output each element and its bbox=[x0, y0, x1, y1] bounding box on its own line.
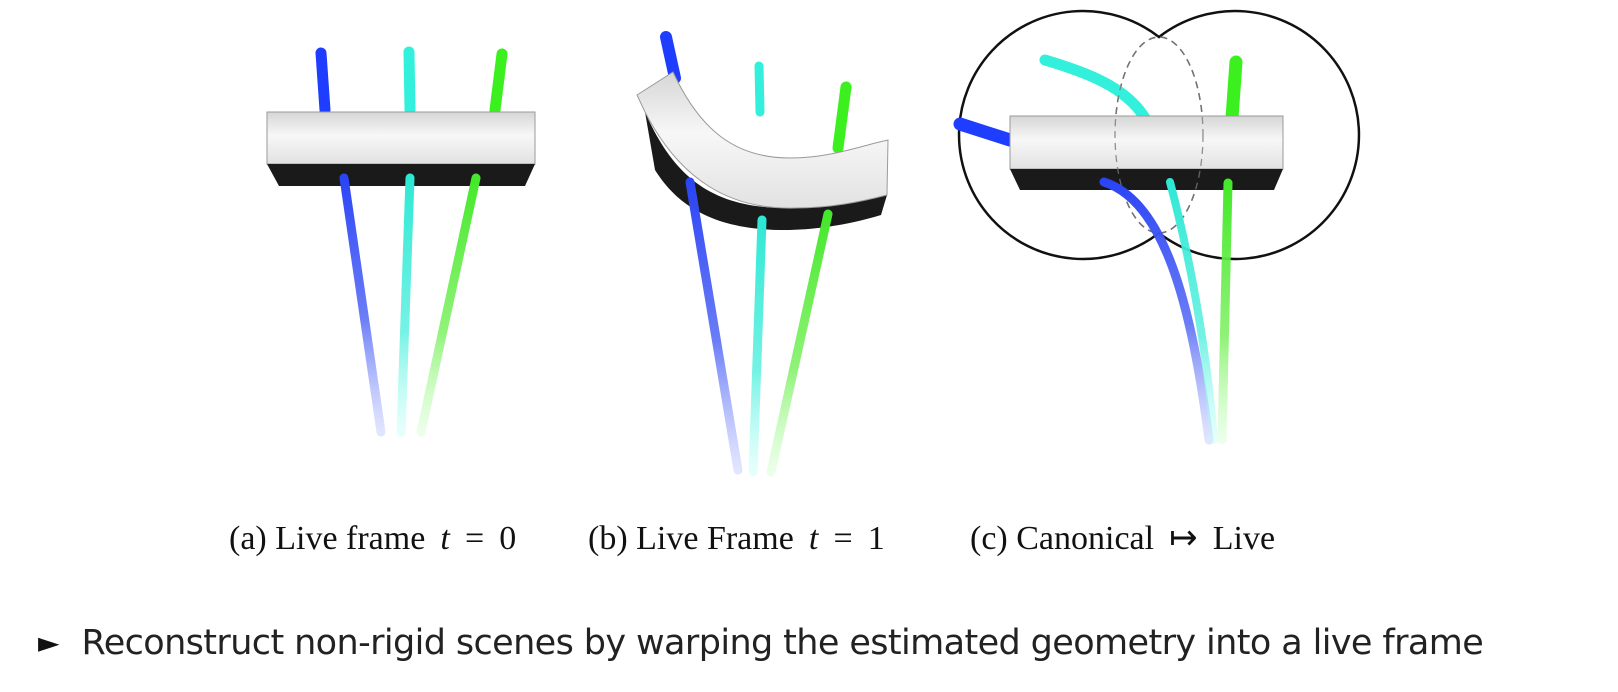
bullet-item: ► Reconstruct non-rigid scenes by warpin… bbox=[38, 618, 1484, 668]
caption-c: (c) Canonical ↦ Live bbox=[970, 520, 1275, 557]
caption-b-num: 1 bbox=[868, 520, 885, 557]
panel-c-ray-green-bottom bbox=[1217, 178, 1233, 445]
panel-a-ray-blue-top bbox=[315, 47, 331, 116]
panel-a-block-shadow bbox=[267, 164, 535, 186]
caption-b-op: = bbox=[833, 520, 852, 557]
caption-c-arrow: ↦ bbox=[1169, 520, 1198, 557]
panel-c-ray-green-top bbox=[1225, 55, 1243, 125]
caption-a-var: t bbox=[440, 520, 451, 557]
panel-c-block-shadow bbox=[1010, 169, 1283, 190]
panel-c-ray-cyan-top bbox=[1039, 54, 1151, 124]
panel-b-ray-green-bottom bbox=[766, 209, 833, 477]
caption-b-label: (b) Live Frame bbox=[588, 520, 794, 557]
panel-b-ray-blue-bottom bbox=[685, 177, 743, 475]
panel-c-overlap-dashed-front bbox=[1114, 36, 1204, 234]
triangle-right-icon: ► bbox=[38, 626, 60, 659]
caption-a-label: (a) Live frame bbox=[229, 520, 425, 557]
panel-b-live-frame-t1 bbox=[636, 31, 889, 477]
panel-a-ray-cyan-bottom bbox=[396, 173, 415, 437]
caption-a-op: = bbox=[465, 520, 484, 557]
caption-c-tail: Live bbox=[1213, 520, 1275, 557]
panel-c-block-top bbox=[1009, 115, 1284, 170]
caption-c-label: (c) Canonical bbox=[970, 520, 1154, 557]
bullet-text: Reconstruct non-rigid scenes by warping … bbox=[81, 622, 1484, 663]
panel-c-ray-blue-top bbox=[953, 117, 1017, 147]
panel-b-ray-green-top bbox=[832, 81, 852, 154]
panel-b-block-top bbox=[636, 71, 889, 209]
caption-b: (b) Live Frame t = 1 bbox=[588, 520, 885, 557]
panel-b-ray-blue-top bbox=[660, 31, 681, 84]
caption-b-var: t bbox=[809, 520, 820, 557]
panel-a-ray-blue-bottom bbox=[339, 173, 386, 437]
panel-a-block-top bbox=[266, 111, 536, 165]
caption-a: (a) Live frame t = 0 bbox=[229, 520, 516, 557]
panel-a-ray-green-top bbox=[489, 48, 508, 116]
panel-a-ray-cyan-top bbox=[403, 46, 416, 116]
panel-a-live-frame-t0 bbox=[266, 46, 536, 437]
panel-b-ray-cyan-top bbox=[754, 61, 765, 117]
panel-b-block-shadow bbox=[645, 112, 887, 230]
panel-c-ray-blue-bottom bbox=[1099, 177, 1214, 445]
panel-b-ray-cyan-bottom bbox=[748, 215, 767, 477]
panel-c-ray-cyan-bottom bbox=[1166, 178, 1218, 444]
caption-a-num: 0 bbox=[499, 520, 516, 557]
panel-c-canonical-to-live bbox=[953, 9, 1361, 445]
panel-a-ray-green-bottom bbox=[416, 173, 481, 437]
